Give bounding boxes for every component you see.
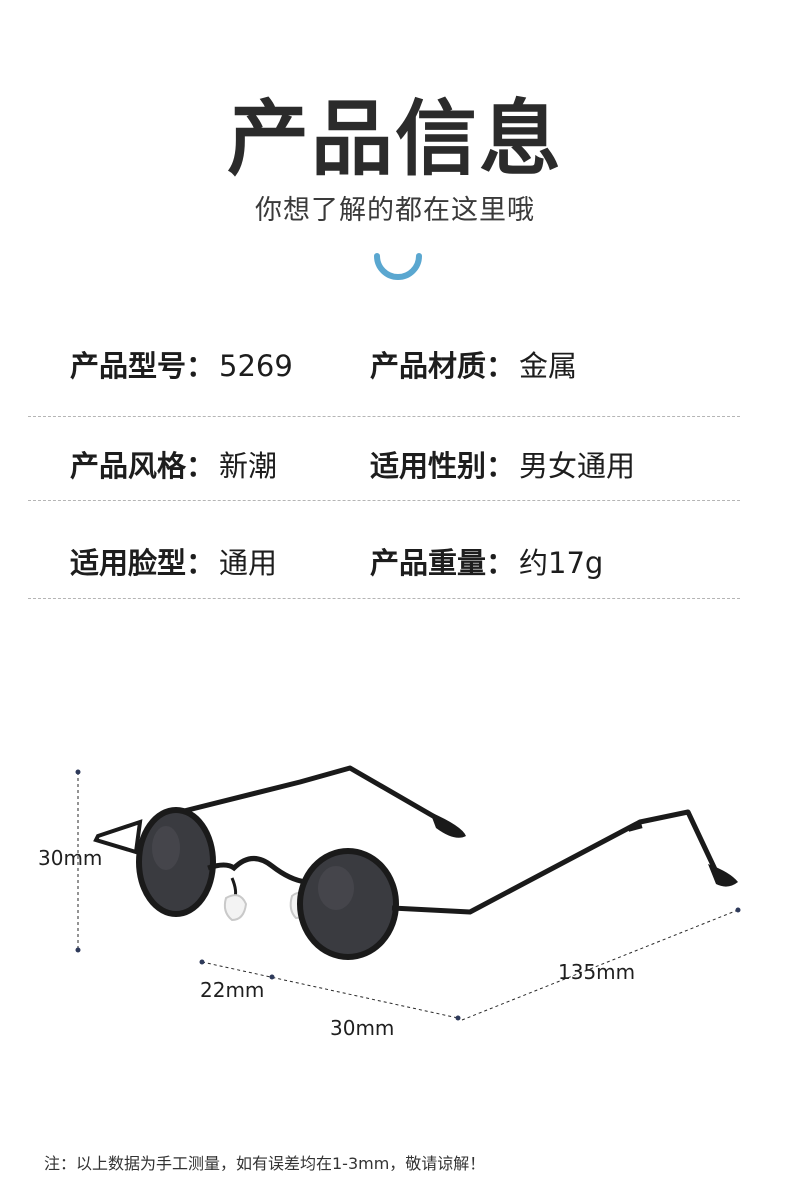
dimension-temple-label: 135mm — [558, 960, 636, 984]
spec-weight: 产品重量：约17g — [370, 540, 603, 582]
spec-label: 产品材质： — [370, 349, 516, 383]
spec-value: 男女通用 — [519, 449, 636, 483]
measurement-note: 注：以上数据为手工测量，如有误差均在1-3mm，敬请谅解！ — [44, 1154, 486, 1173]
spec-value: 金属 — [519, 349, 578, 383]
spec-label: 适用性别： — [370, 449, 516, 483]
dimension-bridge-label: 22mm — [200, 978, 265, 1002]
divider — [28, 500, 740, 501]
page-subtitle: 你想了解的都在这里哦 — [255, 195, 535, 226]
dimension-height-label: 30mm — [38, 846, 103, 870]
dimension-lens-label: 30mm — [330, 1016, 395, 1040]
spec-face-shape: 适用脸型：通用 — [70, 540, 277, 582]
page-title: 产品信息 — [226, 92, 563, 187]
spec-label: 产品重量： — [370, 546, 516, 580]
divider — [28, 598, 740, 599]
sunglasses-product-image — [75, 765, 741, 1021]
spec-value: 通用 — [219, 546, 278, 580]
spec-gender: 适用性别：男女通用 — [370, 443, 635, 485]
spec-value: 5269 — [219, 349, 293, 383]
spec-style: 产品风格：新潮 — [70, 443, 277, 485]
spec-model: 产品型号：5269 — [70, 343, 293, 385]
spec-label: 产品型号： — [70, 349, 216, 383]
spec-label: 产品风格： — [70, 449, 216, 483]
divider — [28, 416, 740, 417]
spec-label: 适用脸型： — [70, 546, 216, 580]
spec-row: 产品型号：5269 产品材质：金属 — [28, 343, 740, 423]
spec-value: 约17g — [519, 546, 604, 580]
spec-row: 适用脸型：通用 产品重量：约17g — [28, 540, 740, 620]
scroll-down-arc-icon — [374, 253, 422, 280]
spec-material: 产品材质：金属 — [370, 343, 577, 385]
spec-value: 新潮 — [219, 449, 278, 483]
spec-row: 产品风格：新潮 适用性别：男女通用 — [28, 443, 740, 523]
